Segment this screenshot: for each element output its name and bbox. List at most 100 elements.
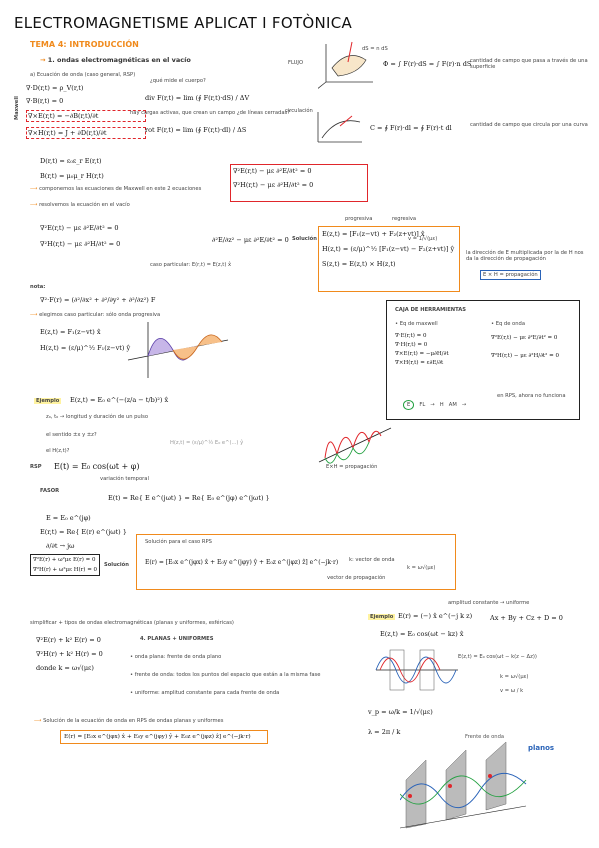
circulation-description: cantidad de campo que circula por una cu… <box>470 122 588 128</box>
d-relation: D(r,t) = ε₀ε_r E(r,t) <box>40 157 102 165</box>
flux-label: FLUJO <box>288 60 304 66</box>
page-title: ELECTROMAGNETISME APLICAT I FOTÒNICA <box>14 14 353 32</box>
plane-h1: ∇²E(r) + k² E(r) = 0 <box>36 636 101 644</box>
cs-w2: ∇²H(r,t) − με ∂²H/∂t² = 0 <box>491 353 559 359</box>
regressive-label: regresiva <box>392 216 417 222</box>
helm-2: ∇²H(r) + ω²με H(r) = 0 <box>33 567 98 573</box>
example1-answer: H(z,t) = (ε/μ)^½ E₀ e^(...) ŷ <box>170 440 244 446</box>
note-label: nota: <box>30 284 46 290</box>
wavefronts-diagram <box>400 741 527 829</box>
wave-eq-e: ∇²E(r,t) − με ∂²E/∂t² = 0 <box>233 167 312 175</box>
b-relation: B(r,t) = μ₀μ_r H(r,t) <box>40 172 104 180</box>
em-wave-diagram <box>127 322 229 378</box>
example1-label: Ejemplo <box>34 398 62 404</box>
maxwell-eq-3: ∇×E(r,t) = −∂B(r,t)/∂t <box>26 110 146 122</box>
example2-lambda: λ = 2π / k <box>368 728 401 736</box>
cheatsheet-col2: • Eq de onda <box>491 321 525 327</box>
example1-equation: E(z,t) = E₀ e^(−(z/a − t/b)²) x̂ <box>70 396 169 404</box>
flow-h: H <box>439 402 444 408</box>
d-dt: ∂/∂t → jω <box>46 542 75 550</box>
flow-p: FL <box>419 402 426 408</box>
example2-velocity: v_p = ω/k = 1/√(με) <box>368 708 433 716</box>
example2-label: Ejemplo <box>368 614 396 620</box>
circulation-formula: C = ∮ F(r)·dl = ∮ F(r)·t dl <box>370 124 452 132</box>
plane-solution-box: E(r) = [E₀x e^(jφx) x̂ + E₀y e^(jφy) ŷ +… <box>60 730 268 744</box>
wavefront-caption: Frente de onda <box>465 734 505 740</box>
velocity-label: v = 1/√(με) <box>408 236 438 242</box>
cs-m2: ∇·H(r,t) = 0 <box>395 342 428 348</box>
solution-label: Solución <box>292 236 317 242</box>
plane-section-title: simplificar + tipos de ondas electromagn… <box>30 620 234 626</box>
solution-s: S(z,t) = E(z,t) × H(z,t) <box>322 260 396 268</box>
plane-bullet-3: • uniforme: amplitud constante para cada… <box>130 690 280 696</box>
solution-box: E(z,t) = [F₁(z−vt) + F₂(z+vt)] x̂ H(z,t)… <box>318 226 460 292</box>
particular-case: caso particular: E(r,t) = E(z,t) x̂ <box>150 262 232 268</box>
plane-helmholtz: ∇²E(r) + k² E(r) = 0 ∇²H(r) + k² H(r) = … <box>36 636 103 672</box>
cheatsheet-title: CAJA DE HERRAMIENTAS <box>395 307 466 313</box>
example2-red-eq: E(z,t) = E₀ cos(ωt − k(z − Δz)) <box>458 654 537 660</box>
h-case: H(z,t) = (ε/μ)^½ F₁(z−vt) ŷ <box>40 344 131 352</box>
example2-amp: amplitud constante → uniforme <box>448 600 530 606</box>
step-2: ⟶ resolvemos la ecuación en el vacío <box>30 202 130 208</box>
wave-system-h: ∇²H(r,t) − με ∂²H/∂t² = 0 <box>40 240 121 248</box>
rsp-formula: E(t) = E₀ cos(ωt + φ) <box>54 462 140 471</box>
example1-q3: el H(z,t)? <box>46 448 70 454</box>
cs-m1: ∇·E(r,t) = 0 <box>395 333 427 339</box>
rsp-variation: variación temporal <box>100 476 149 482</box>
propagation-vector-label: vector de propagación <box>327 575 386 581</box>
cheatsheet-maxwell: ∇·E(r,t) = 0 ∇·H(r,t) = 0 ∇×E(r,t) = −μ∂… <box>395 333 449 366</box>
subsection-heading: a) Ecuación de onda (caso general, RSP) <box>30 72 136 78</box>
flux-diagram <box>318 41 373 89</box>
circulation-diagram <box>317 112 362 143</box>
example2-green-1: k = ω√(με) <box>500 674 529 680</box>
direction-note: la dirección de E multiplicada por la de… <box>466 250 584 262</box>
flow-e: E <box>403 400 415 410</box>
wave-system: ∇²E(r,t) − με ∂²E/∂t² = 0 ∇²H(r,t) − με … <box>40 224 120 248</box>
example2-equation: E(r) = (−) x̂ e^(−j k z) <box>398 612 473 620</box>
maxwell-equations: ∇·D(r,t) = ρ_V(r,t) ∇·B(r,t) = 0 ∇×E(r,t… <box>26 84 146 139</box>
helmholtz-box: ∇²E(r) + ω²με E(r) = 0 ∇²H(r) + ω²με H(r… <box>30 554 100 576</box>
maxwell-eq-1: ∇·D(r,t) = ρ_V(r,t) <box>26 84 84 92</box>
rps-solution-box: Solución para el caso RPS E(r) = [E₀x e^… <box>136 534 456 590</box>
rsp-label: RSP <box>30 464 42 470</box>
choose-case: ⟶ elegimos caso particular: sólo onda pr… <box>30 312 161 318</box>
plane-h2: ∇²H(r) + k² H(r) = 0 <box>36 650 103 658</box>
section-heading: TEMA 4: INTRODUCCIÓN <box>30 40 139 49</box>
wave-eq-box: ∇²E(r,t) − με ∂²E/∂t² = 0 ∇²H(r,t) − με … <box>230 164 368 202</box>
cs-m4: ∇×H(r,t) = ε∂E/∂t <box>395 360 444 366</box>
subsection-title: → 1. ondas electromagnéticas en el vacío <box>40 56 191 64</box>
flux-description: cantidad de campo que pasa a través de u… <box>470 58 588 70</box>
e-cross-h: E × H = propagación <box>480 270 541 280</box>
example1-prop: E×H = propagación <box>326 464 378 470</box>
example2-green-2: v = ω / k <box>500 688 524 694</box>
circulation-label: circulación <box>285 108 313 114</box>
fasor-label: FASOR <box>40 488 60 494</box>
example2-wave-diagram <box>375 649 458 691</box>
cheatsheet-flow: E FL → H AM → <box>403 391 466 410</box>
example1-q2: el sentido ±x y ±z? <box>46 432 97 438</box>
cheatsheet-col1: • Eq de maxwell <box>395 321 438 327</box>
solution-arrow-label: Solución <box>104 562 129 568</box>
solution-e: E(z,t) = [F₁(z−vt) + F₂(z+vt)] x̂ <box>322 230 425 238</box>
cheatsheet-box: CAJA DE HERRAMIENTAS • Eq de maxwell • E… <box>386 300 580 420</box>
e-r-def: E(r,t) = Re{ E(r) e^(jωt) } <box>40 528 127 536</box>
wave-eq-h: ∇²H(r,t) − με ∂²H/∂t² = 0 <box>233 181 314 189</box>
cheatsheet-flow-note: en RPS, ahora no funciona <box>497 393 566 399</box>
plane-bullet-1: • onda plana: frente de onda plano <box>130 654 222 660</box>
progressive-label: progresiva <box>345 216 373 222</box>
maxwell-label: Maxwell <box>14 96 20 120</box>
note-rotational: hay cargas activas, que crean un campo ¿… <box>130 110 290 116</box>
helm-1: ∇²E(r) + ω²με E(r) = 0 <box>33 557 96 563</box>
cheatsheet-wave: ∇²E(r,t) − με ∂²E/∂t² = 0 ∇²H(r,t) − με … <box>491 335 559 359</box>
e-case: E(z,t) = F₁(z−vt) x̂ <box>40 328 101 336</box>
rps-box-equation: E(r) = [E₀x e^(jφx) x̂ + E₀y e^(jφy) ŷ +… <box>145 559 339 566</box>
note-divergence: ¿qué mide el cuerpo? <box>150 78 206 84</box>
divergence-definition: div F(r,t) = lim (∮ F(r,t)·dS) / ΔV <box>145 94 250 102</box>
ds-label: dS = n dS <box>362 46 388 52</box>
rps-box-title: Solución para el caso RPS <box>145 539 212 545</box>
maxwell-eq-2: ∇·B(r,t) = 0 <box>26 97 64 105</box>
plane-bullet-2: • frente de onda: todos los puntos del e… <box>130 672 321 678</box>
phasor-def: E = E₀ e^(jφ) <box>46 514 91 522</box>
cs-m3: ∇×E(r,t) = −μ∂H/∂t <box>395 351 449 357</box>
k-value: k = ω√(με) <box>407 565 436 571</box>
